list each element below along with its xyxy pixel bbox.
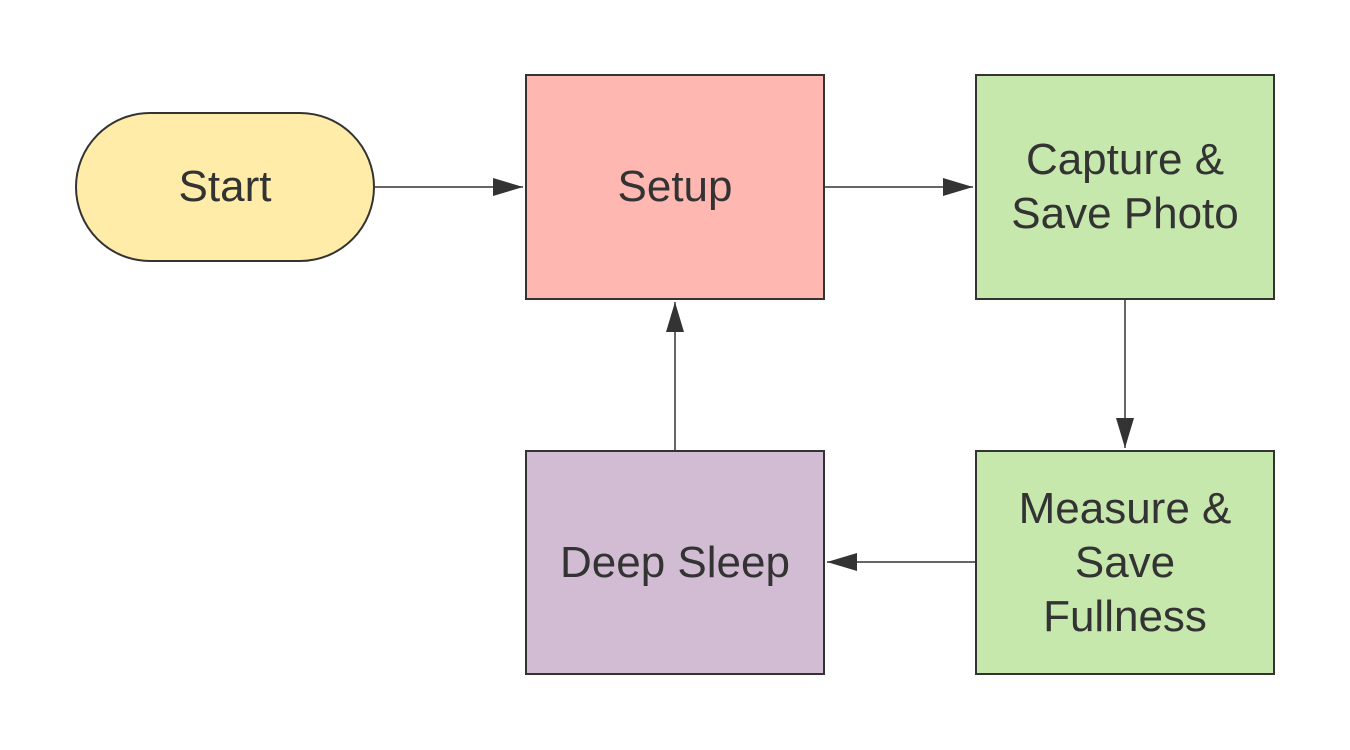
arrowhead-setup-to-capture bbox=[943, 178, 973, 196]
arrowhead-sleep-to-setup bbox=[666, 302, 684, 332]
node-measure-label: Measure & Save Fullness bbox=[1018, 483, 1232, 641]
node-setup: Setup bbox=[525, 74, 825, 300]
node-deep-sleep: Deep Sleep bbox=[525, 450, 825, 675]
arrowhead-start-to-setup bbox=[493, 178, 523, 196]
node-measure-save-fullness: Measure & Save Fullness bbox=[975, 450, 1275, 675]
node-capture-label: Capture & Save Photo bbox=[1011, 135, 1239, 238]
arrowhead-measure-to-sleep bbox=[827, 553, 857, 571]
node-capture-save-photo: Capture & Save Photo bbox=[975, 74, 1275, 300]
arrowhead-capture-to-measure bbox=[1116, 418, 1134, 448]
node-sleep-label: Deep Sleep bbox=[560, 537, 790, 587]
node-start-label: Start bbox=[178, 162, 272, 211]
node-setup-label: Setup bbox=[617, 162, 733, 211]
node-start: Start bbox=[75, 112, 375, 262]
